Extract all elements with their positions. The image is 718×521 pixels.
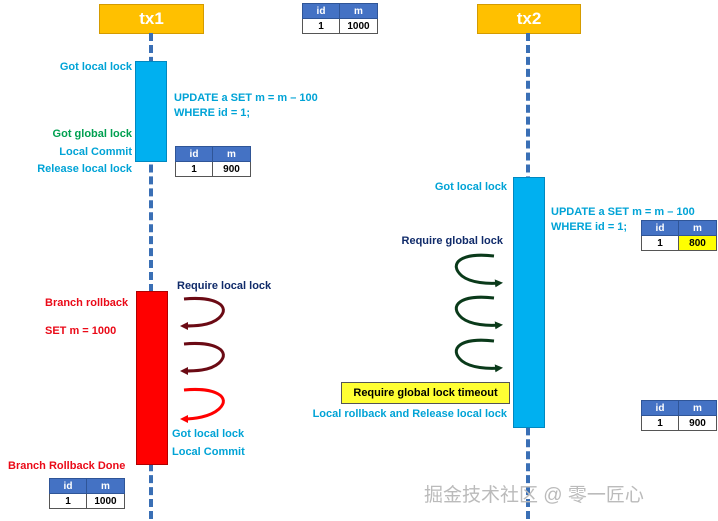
table-cell-m: 1000 — [86, 493, 125, 509]
table-header-id: id — [641, 400, 679, 416]
table-header-id: id — [641, 220, 679, 236]
branch-rollback-done-label: Branch Rollback Done — [8, 460, 126, 472]
tx1-got-local-lock-label: Got local lock — [59, 61, 132, 73]
tx1-got-local-lock-2-label: Got local lock — [172, 428, 245, 440]
tx1-retry-arrow-2 — [180, 341, 225, 375]
tx2-activation-bar — [513, 177, 545, 428]
tx2-timeout-box: Require global lock timeout — [341, 382, 510, 404]
tx1-update-line2: WHERE id = 1; — [174, 107, 251, 119]
tx1-retry-arrow-1 — [180, 296, 225, 330]
table-cell-m: 900 — [212, 161, 251, 177]
tx1-local-commit-2-label: Local Commit — [172, 446, 245, 458]
tx2-update-line2: WHERE id = 1; — [551, 221, 628, 233]
tx1-got-global-lock-label: Got global lock — [52, 128, 132, 140]
table-cell-id: 1 — [641, 415, 679, 431]
table-cell-id: 1 — [302, 18, 340, 34]
require-local-lock-label: Require local lock — [177, 280, 272, 292]
tx1-activation-bar — [135, 61, 167, 162]
tx1-local-commit-label: Local Commit — [59, 146, 132, 158]
table-header-id: id — [302, 3, 340, 19]
tx1-title: tx1 — [139, 9, 164, 28]
tx2-got-local-lock-label: Got local lock — [434, 181, 507, 193]
table-header-m: m — [678, 220, 717, 236]
table-cell-m: 900 — [678, 415, 717, 431]
watermark-text: 掘金技术社区 @ 零一匠心 — [424, 485, 644, 506]
table-cell-id: 1 — [641, 235, 679, 251]
branch-rollback-label: Branch rollback — [45, 297, 129, 309]
tx1-rollback-bar — [136, 291, 168, 465]
tx2-retry-arrow-2 — [454, 295, 503, 330]
table-header-m: m — [212, 146, 251, 162]
table-cell-id: 1 — [49, 493, 87, 509]
tx2-update-line1: UPDATE a SET m = m – 100 — [551, 206, 695, 218]
tx1-retry-arrow-3 — [180, 387, 225, 423]
tx1-release-local-lock-label: Release local lock — [37, 163, 132, 175]
table-cell-m-highlighted: 800 — [678, 235, 717, 251]
tx1-lifeline — [149, 33, 153, 519]
set-m-label: SET m = 1000 — [45, 325, 117, 337]
tx2-title: tx2 — [516, 9, 542, 28]
tx2-require-global-lock-label: Require global lock — [401, 235, 503, 247]
tx1-header: tx1 — [99, 4, 204, 34]
tx2-local-rollback-label: Local rollback and Release local lock — [312, 408, 507, 420]
tx2-retry-arrow-1 — [454, 253, 503, 288]
tx2-timeout-label: Require global lock timeout — [353, 387, 498, 399]
table-cell-m: 1000 — [339, 18, 378, 34]
table-cell-id: 1 — [175, 161, 213, 177]
tx1-update-line1: UPDATE a SET m = m – 100 — [174, 92, 318, 104]
tx2-retry-arrow-3 — [454, 338, 503, 373]
